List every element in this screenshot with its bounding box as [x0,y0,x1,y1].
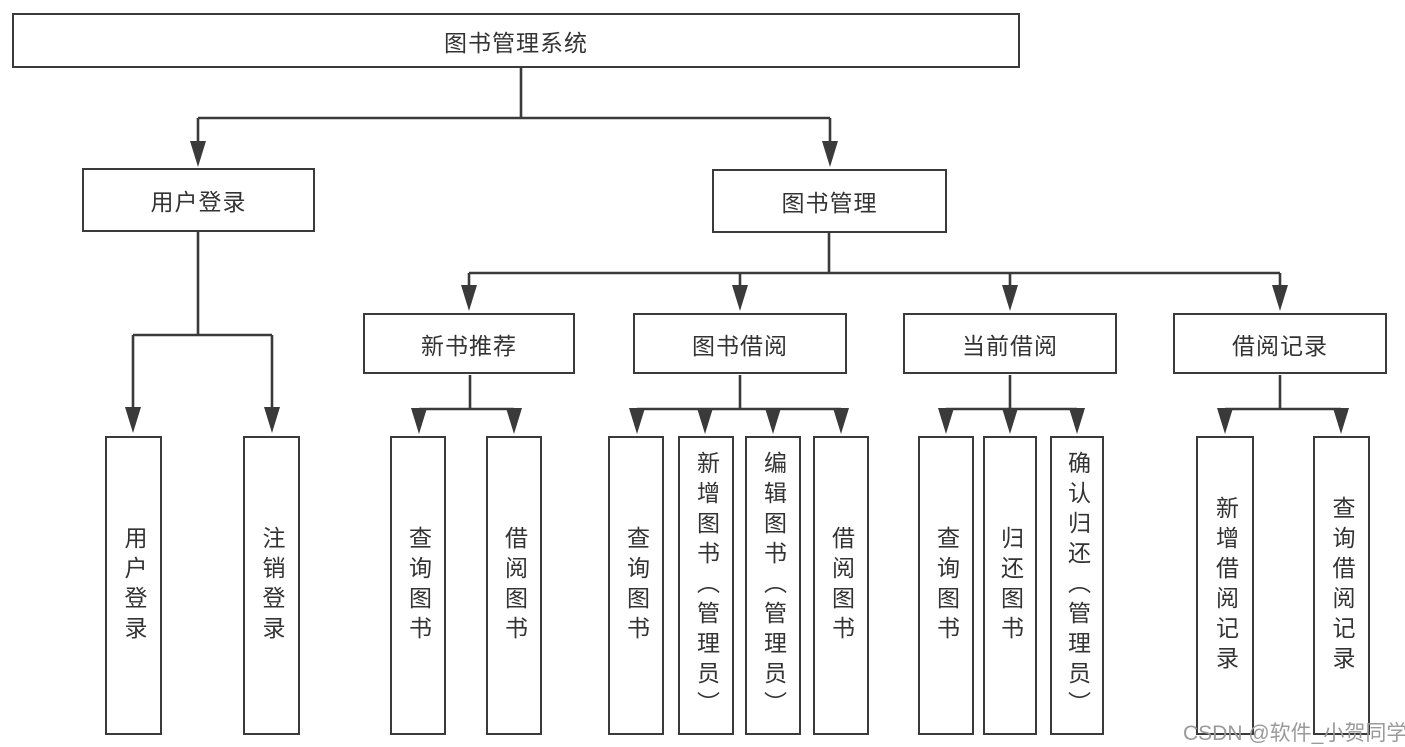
leaf-label: 用户登录 [121,525,147,646]
leaf-label: 查询图书 [623,525,650,646]
node-borrowing-records-label: 借阅记录 [1232,332,1328,359]
node-leaf-add-borrow-record: 新增借阅记录 [1196,436,1254,735]
node-current-borrowing: 当前借阅 [903,313,1117,374]
node-leaf-query-books-borrowing: 查询图书 [608,436,664,735]
node-borrowing-records: 借阅记录 [1173,313,1387,374]
node-user-login-label: 用户登录 [150,189,247,215]
leaf-label: 新增借阅记录 [1212,495,1239,676]
node-root-label: 图书管理系统 [444,29,588,56]
node-book-management: 图书管理 [712,169,947,233]
node-leaf-edit-books-admin: 编辑图书（管理员） [745,436,801,735]
arrowhead-icons [125,141,1349,434]
leaf-label: 新增图书（管理员） [693,450,720,721]
node-leaf-logout: 注销登录 [243,436,300,735]
leaf-label: 归还图书 [997,525,1024,646]
node-leaf-query-books-recommend: 查询图书 [390,436,446,735]
node-user-login: 用户登录 [82,168,315,232]
leaf-label: 查询图书 [405,525,432,646]
leaf-label: 查询借阅记录 [1329,495,1355,676]
node-book-borrowing-label: 图书借阅 [692,332,788,359]
node-book-borrowing: 图书借阅 [633,313,847,374]
node-new-book-recommend: 新书推荐 [363,313,575,374]
leaf-label: 编辑图书（管理员） [760,450,787,721]
node-book-management-label: 图书管理 [781,190,878,216]
leaf-label: 查询图书 [933,525,960,646]
node-leaf-query-borrow-record: 查询借阅记录 [1313,436,1370,735]
node-leaf-add-books-admin: 新增图书（管理员） [678,436,734,735]
node-current-borrowing-label: 当前借阅 [962,332,1058,359]
node-leaf-confirm-return-admin: 确认归还（管理员） [1050,436,1104,735]
node-new-book-recommend-label: 新书推荐 [421,332,517,359]
node-leaf-borrow-books: 借阅图书 [813,436,869,735]
watermark: CSDN @软件_小贺同学 [1183,722,1405,745]
node-leaf-query-books-current: 查询图书 [918,436,974,735]
leaf-label: 借阅图书 [501,525,528,646]
leaf-label: 确认归还（管理员） [1064,450,1091,721]
node-leaf-return-books: 归还图书 [983,436,1037,735]
node-leaf-borrow-books-recommend: 借阅图书 [486,436,542,735]
leaf-label: 借阅图书 [828,525,855,646]
leaf-label: 注销登录 [259,525,285,646]
node-root: 图书管理系统 [12,13,1020,68]
node-leaf-user-login: 用户登录 [105,436,162,735]
